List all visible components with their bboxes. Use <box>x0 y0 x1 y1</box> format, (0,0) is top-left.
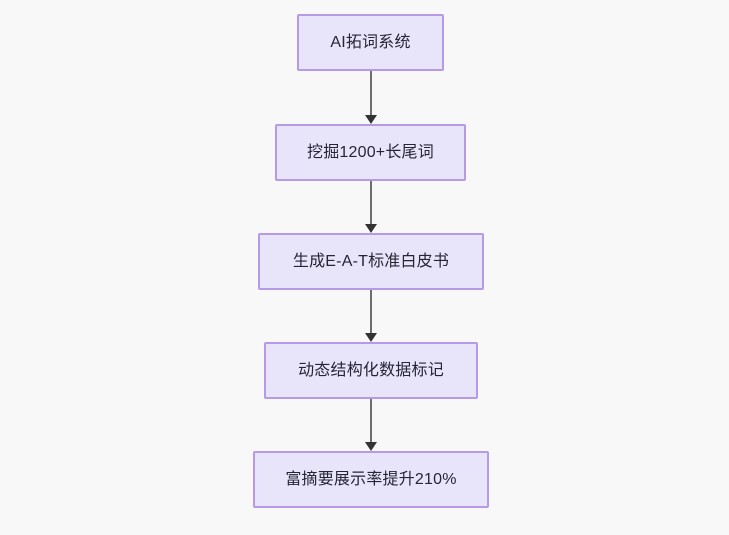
arrow-down-icon <box>365 333 377 342</box>
flow-edge-n2-n3 <box>361 181 381 233</box>
arrow-down-icon <box>365 224 377 233</box>
flow-node-rich-snippet-impression-uplift[interactable]: 富摘要展示率提升210% <box>253 451 489 508</box>
flow-edge-n1-n2 <box>361 71 381 124</box>
flow-edge-line <box>370 399 372 443</box>
flow-node-label: AI拓词系统 <box>330 33 411 51</box>
flow-node-label: 富摘要展示率提升210% <box>285 470 457 488</box>
flow-node-label: 挖掘1200+长尾词 <box>307 143 434 161</box>
flow-edge-n4-n5 <box>361 399 381 451</box>
flow-edge-line <box>370 290 372 334</box>
flow-node-ai-keyword-system[interactable]: AI拓词系统 <box>297 14 444 71</box>
flow-edge-n3-n4 <box>361 290 381 342</box>
arrow-down-icon <box>365 115 377 124</box>
flow-node-dynamic-structured-data-markup[interactable]: 动态结构化数据标记 <box>264 342 478 399</box>
flow-node-generate-eat-whitepaper[interactable]: 生成E-A-T标准白皮书 <box>258 233 484 290</box>
flow-node-label: 生成E-A-T标准白皮书 <box>292 252 450 270</box>
arrow-down-icon <box>365 442 377 451</box>
flow-node-label: 动态结构化数据标记 <box>298 361 444 379</box>
flow-node-mine-longtail-keywords[interactable]: 挖掘1200+长尾词 <box>275 124 466 181</box>
flow-edge-line <box>370 181 372 225</box>
flow-edge-line <box>370 71 372 116</box>
